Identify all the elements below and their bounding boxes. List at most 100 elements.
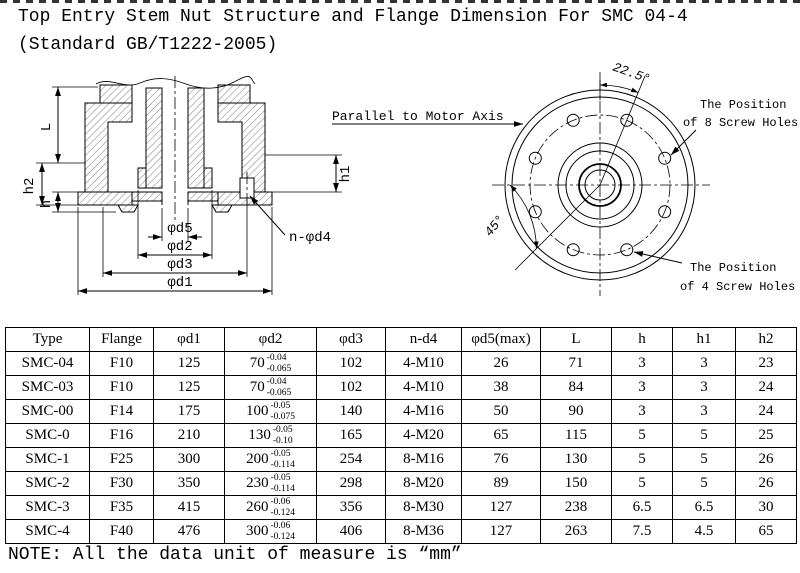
table-cell: 260-0.06-0.124 bbox=[224, 495, 317, 520]
angle-label-22-5: 22.5° bbox=[611, 60, 653, 87]
table-cell: SMC-3 bbox=[5, 495, 90, 520]
table-cell: 4-M10 bbox=[385, 351, 462, 376]
table-cell: 125 bbox=[153, 375, 225, 400]
table-cell: 350 bbox=[153, 471, 225, 496]
table-cell: 3 bbox=[672, 351, 736, 376]
column-header: φd5(max) bbox=[461, 327, 541, 352]
screw-hole bbox=[566, 113, 580, 127]
table-cell: SMC-2 bbox=[5, 471, 90, 496]
table-cell: 254 bbox=[316, 447, 386, 472]
table-cell: 70-0.04-0.065 bbox=[224, 375, 317, 400]
table-cell: 26 bbox=[461, 351, 541, 376]
table-cell: 90 bbox=[540, 399, 612, 424]
dim-label-d5: φd5 bbox=[167, 221, 192, 237]
table-cell: 263 bbox=[540, 519, 612, 544]
table-cell: SMC-0 bbox=[5, 423, 90, 448]
table-cell: 8-M16 bbox=[385, 447, 462, 472]
table-cell: 115 bbox=[540, 423, 612, 448]
table-cell: 210 bbox=[153, 423, 225, 448]
table-cell: 5 bbox=[611, 447, 673, 472]
table-cell: 25 bbox=[735, 423, 797, 448]
column-header: Flange bbox=[89, 327, 154, 352]
table-cell: F40 bbox=[89, 519, 154, 544]
table-cell: SMC-03 bbox=[5, 375, 90, 400]
table-cell: 8-M20 bbox=[385, 471, 462, 496]
column-header: h bbox=[611, 327, 673, 352]
table-cell: 5 bbox=[672, 471, 736, 496]
dim-label-d3: φd3 bbox=[167, 257, 192, 273]
table-cell: 230-0.05-0.114 bbox=[224, 471, 317, 496]
page-top-edge-artifact bbox=[0, 0, 800, 3]
note-4-holes-line2: of 4 Screw Holes bbox=[680, 280, 795, 294]
table-cell: 26 bbox=[735, 471, 797, 496]
table-cell: 476 bbox=[153, 519, 225, 544]
table-cell: 4-M16 bbox=[385, 399, 462, 424]
screw-hole bbox=[658, 151, 672, 165]
table-cell: SMC-4 bbox=[5, 519, 90, 544]
screw-hole bbox=[658, 205, 672, 219]
column-header: Type bbox=[5, 327, 90, 352]
dim-label-h2: h2 bbox=[22, 178, 38, 195]
table-cell: 127 bbox=[461, 519, 541, 544]
table-cell: 415 bbox=[153, 495, 225, 520]
screw-hole bbox=[620, 113, 634, 127]
table-cell: 3 bbox=[672, 375, 736, 400]
table-cell: 300-0.06-0.124 bbox=[224, 519, 317, 544]
table-cell: SMC-00 bbox=[5, 399, 90, 424]
table-cell: 70-0.04-0.065 bbox=[224, 351, 317, 376]
table-cell: 24 bbox=[735, 399, 797, 424]
table-cell: 76 bbox=[461, 447, 541, 472]
table-cell: 6.5 bbox=[672, 495, 736, 520]
table-cell: F16 bbox=[89, 423, 154, 448]
table-cell: 3 bbox=[611, 399, 673, 424]
note-8-holes-line2: of 8 Screw Holes bbox=[683, 116, 798, 130]
table-cell: 3 bbox=[672, 399, 736, 424]
table-cell: 125 bbox=[153, 351, 225, 376]
table-cell: 175 bbox=[153, 399, 225, 424]
flange-face-view: 22.5° 45° Parallel to Motor Axis The Pos… bbox=[332, 60, 798, 296]
angle-label-45: 45° bbox=[482, 212, 509, 240]
dim-label-h1: h1 bbox=[338, 166, 354, 183]
table-cell: F10 bbox=[89, 351, 154, 376]
table-cell: 4-M10 bbox=[385, 375, 462, 400]
table-cell: SMC-1 bbox=[5, 447, 90, 472]
table-cell: SMC-04 bbox=[5, 351, 90, 376]
screw-hole bbox=[528, 151, 542, 165]
screw-hole bbox=[566, 243, 580, 257]
dim-label-h: h bbox=[39, 200, 55, 208]
parallel-axis-label: Parallel to Motor Axis bbox=[332, 109, 504, 124]
table-cell: 200-0.05-0.114 bbox=[224, 447, 317, 472]
column-header: φd1 bbox=[153, 327, 225, 352]
table-cell: 5 bbox=[611, 471, 673, 496]
technical-drawing: L h2 h h1 φd5 φd2 φd3 φd1 n-φd4 bbox=[22, 60, 798, 296]
table-cell: 6.5 bbox=[611, 495, 673, 520]
page-title: Top Entry Stem Nut Structure and Flange … bbox=[18, 7, 688, 27]
column-header: n-d4 bbox=[385, 327, 462, 352]
table-cell: 140 bbox=[316, 399, 386, 424]
dim-label-L: L bbox=[39, 123, 55, 131]
table-cell: 65 bbox=[735, 519, 797, 544]
column-header: h1 bbox=[672, 327, 736, 352]
table-cell: 238 bbox=[540, 495, 612, 520]
table-cell: 406 bbox=[316, 519, 386, 544]
table-cell: 300 bbox=[153, 447, 225, 472]
table-cell: F25 bbox=[89, 447, 154, 472]
dim-label-n-d4: n-φd4 bbox=[289, 230, 331, 246]
table-cell: 165 bbox=[316, 423, 386, 448]
table-cell: 356 bbox=[316, 495, 386, 520]
note-8-holes-line1: The Position bbox=[700, 98, 786, 112]
dim-label-d2: φd2 bbox=[167, 239, 192, 255]
page-subtitle: (Standard GB/T1222-2005) bbox=[18, 35, 278, 55]
table-cell: 102 bbox=[316, 375, 386, 400]
table-cell: 100-0.05-0.075 bbox=[224, 399, 317, 424]
table-cell: 130 bbox=[540, 447, 612, 472]
table-cell: F10 bbox=[89, 375, 154, 400]
